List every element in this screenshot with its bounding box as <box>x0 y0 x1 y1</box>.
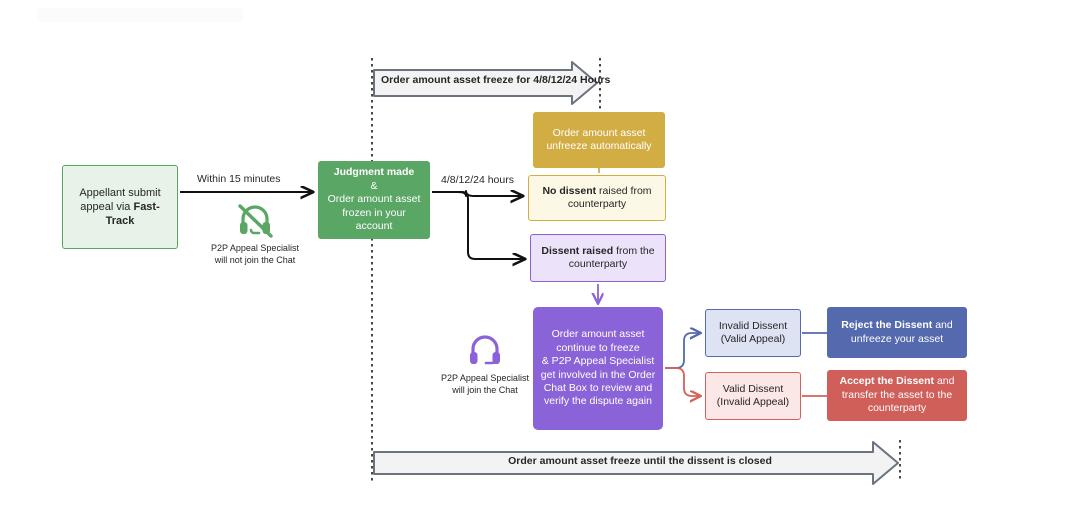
headset-icon <box>425 330 545 372</box>
banner-bottom-label: Order amount asset freeze until the diss… <box>508 455 772 467</box>
node-no-dissent-raised[interactable]: No dissent raised from counterparty <box>528 175 666 221</box>
banner-arrow-top <box>373 61 598 105</box>
headset-slash-icon <box>194 200 316 242</box>
background-artifact <box>38 8 243 22</box>
edge-review-to-valid-dissent <box>665 367 700 396</box>
annotation-joining-line1: P2P Appeal Specialist <box>441 373 529 383</box>
annotation-not-joining-line2: will not join the Chat <box>214 255 296 266</box>
node-dissent-raised[interactable]: Dissent raised from the counterparty <box>530 234 666 282</box>
node-specialist-review-text: Order amount asset continue to freeze & … <box>540 328 656 408</box>
node-specialist-review[interactable]: Order amount asset continue to freeze & … <box>533 307 663 430</box>
node-unfreeze-text: Order amount asset unfreeze automaticall… <box>546 126 652 152</box>
node-unfreeze-automatically[interactable]: Order amount asset unfreeze automaticall… <box>533 112 665 168</box>
node-invalid-dissent-text: Invalid Dissent (Valid Appeal) <box>718 319 788 345</box>
banner-top-label: Order amount asset freeze for 4/8/12/24 … <box>381 74 611 86</box>
annotation-joining-line2: will join the Chat <box>452 385 518 396</box>
edge-label-hours: 4/8/12/24 hours <box>441 174 514 186</box>
edge-label-within-15-minutes: Within 15 minutes <box>197 173 281 185</box>
node-judgment-made[interactable]: Judgment made & Order amount asset froze… <box>318 161 430 239</box>
node-accept-dissent-text: Accept the Dissent and transfer the asse… <box>839 375 955 415</box>
node-reject-dissent-text: Reject the Dissent and unfreeze your ass… <box>841 319 953 345</box>
banner-arrow-bottom <box>373 441 899 485</box>
annotation-not-joining-line1: P2P Appeal Specialist <box>211 243 299 253</box>
node-reject-dissent[interactable]: Reject the Dissent and unfreeze your ass… <box>827 307 967 358</box>
edge-review-to-invalid-dissent <box>665 333 700 369</box>
node-appellant-submit[interactable]: Appellant submit appeal via Fast-Track <box>62 165 178 249</box>
node-appellant-text: Appellant submit appeal via Fast-Track <box>79 186 161 228</box>
node-valid-dissent[interactable]: Valid Dissent (Invalid Appeal) <box>705 372 801 420</box>
edge-judgment-split-trunk <box>432 191 525 259</box>
node-no-dissent-text: No dissent raised from counterparty <box>542 184 652 210</box>
node-dissent-raised-text: Dissent raised from the counterparty <box>541 244 655 270</box>
node-judgment-text: Judgment made & Order amount asset froze… <box>327 166 421 233</box>
annotation-specialist-not-joining: P2P Appeal Specialist will not join the … <box>194 200 316 266</box>
node-accept-dissent[interactable]: Accept the Dissent and transfer the asse… <box>827 370 967 421</box>
node-valid-dissent-text: Valid Dissent (Invalid Appeal) <box>716 382 790 408</box>
node-invalid-dissent[interactable]: Invalid Dissent (Valid Appeal) <box>705 309 801 357</box>
annotation-specialist-joining: P2P Appeal Specialist will join the Chat <box>425 330 545 396</box>
